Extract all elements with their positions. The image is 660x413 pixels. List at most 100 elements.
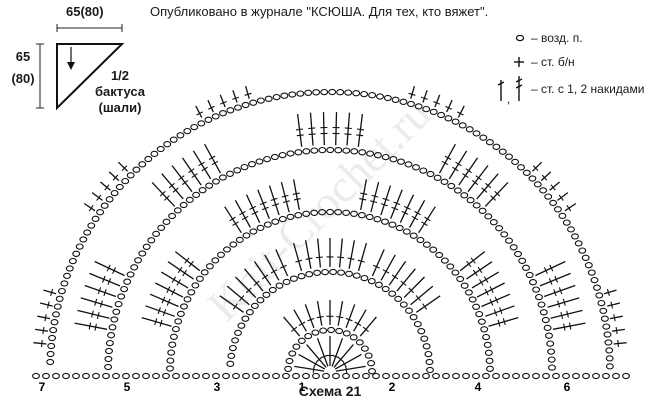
double-crochet-stitch (380, 254, 396, 281)
double-crochet-stitch (348, 240, 356, 269)
chain-stitch (402, 228, 411, 235)
chain-stitch (68, 257, 77, 265)
chain-stitch (157, 224, 166, 231)
stitch-bar (50, 288, 54, 296)
stitch-bar (154, 318, 158, 326)
chain-stitch (451, 118, 460, 125)
stitch-bar (308, 127, 316, 130)
chain-stitch (541, 316, 550, 324)
stitch-bar (181, 179, 189, 186)
chain-stitch (226, 360, 235, 367)
double-crochet-stitch (331, 337, 344, 367)
double-crochet-stitch (448, 150, 468, 180)
stitch-bar (121, 165, 128, 171)
chain-stitch (367, 360, 376, 367)
chain-stitch (313, 269, 322, 276)
stitch-bar (308, 133, 316, 135)
chain-stitch (352, 372, 360, 380)
chain-stitch (92, 372, 100, 380)
stitch-bar (44, 314, 47, 322)
chain-stitch (104, 355, 113, 363)
chain-stitch (432, 372, 440, 380)
double-crochet-stitch (467, 165, 489, 193)
double-crochet-stitch (380, 185, 392, 216)
chain-stitch (42, 372, 50, 380)
chain-stitch (231, 337, 240, 344)
chain-stitch (337, 269, 346, 276)
height-value-alt: (80) (11, 71, 35, 86)
double-crochet-stitch (234, 199, 251, 228)
chain-stitch (173, 207, 182, 214)
chain-stitch (195, 275, 204, 282)
schematic-label: 1/2 бактуса (шали) (95, 68, 145, 116)
double-crochet-stitch (296, 113, 303, 147)
stitch-bar (207, 105, 215, 110)
chain-stitch (451, 269, 460, 276)
chain-stitch (394, 295, 403, 303)
chain-stitch (425, 358, 434, 366)
double-crochet-stitch (446, 99, 453, 113)
chain-stitch (440, 178, 449, 185)
double-crochet-stitch (43, 289, 57, 295)
chain-stitch (53, 303, 62, 310)
chain-stitch (271, 218, 280, 225)
schematic-shape (36, 24, 125, 111)
chain-stitch (123, 278, 132, 285)
stitch-bar (401, 210, 409, 215)
stitch-bar (548, 278, 553, 285)
chain-stitch (294, 149, 303, 156)
chain-stitch (126, 271, 135, 278)
chain-stitch (114, 300, 123, 308)
chain-stitch (176, 132, 185, 139)
double-crochet-stitch (552, 322, 586, 330)
row-number-3: 3 (214, 380, 221, 394)
stitch-bar (606, 288, 610, 296)
chain-stitch (420, 335, 429, 342)
stitch-bar (391, 274, 399, 280)
double-crochet-stitch (306, 344, 327, 368)
chain-stitch (546, 340, 555, 347)
schematic-line1: бактуса (95, 84, 145, 99)
width-dimension: 65(80) (66, 4, 104, 19)
double-crochet-stitch (316, 337, 329, 367)
double-crochet-stitch (304, 240, 312, 269)
stitch-bar (94, 323, 97, 331)
double-crochet-stitch (334, 353, 362, 370)
chain-stitch (512, 372, 520, 380)
chain-stitch (345, 270, 353, 277)
double-crochet-stitch (226, 285, 250, 306)
stitch-bar (259, 201, 267, 206)
chain-stitch (500, 231, 509, 238)
chain-stitch (409, 314, 418, 321)
stitch-bar (382, 269, 390, 274)
stitch-bar (360, 192, 368, 195)
stitch-bar (239, 210, 246, 216)
chain-stitch (571, 233, 579, 240)
chain-stitch (55, 295, 64, 302)
chain-stitch (593, 284, 601, 291)
double-crochet-stitch (244, 86, 250, 99)
stitch-bar (229, 216, 236, 222)
chain-stitch (349, 334, 358, 341)
chain-stitch (605, 355, 614, 362)
chain-stitch (397, 158, 405, 165)
chain-stitch (83, 229, 92, 236)
chain-stitch (360, 90, 369, 98)
double-crochet-stitch (337, 300, 344, 326)
double-crochet-stitch (155, 282, 184, 298)
chain-stitch (605, 347, 614, 354)
stitch-bar (232, 303, 238, 310)
chain-stitch (344, 89, 353, 96)
chain-stitch (382, 372, 390, 380)
double-crochet-icon: , (497, 76, 523, 106)
stitch-bar (298, 321, 306, 326)
chain-stitch (297, 337, 306, 344)
chain-stitch (352, 90, 361, 97)
chain-stitch (87, 222, 96, 229)
stitch-bar (198, 161, 205, 167)
stitch-bar (232, 96, 240, 100)
chain-stitch (249, 99, 258, 106)
chain-stitch (342, 209, 351, 216)
double-crochet-stitch (609, 315, 623, 320)
double-crochet-stitch (298, 353, 326, 370)
